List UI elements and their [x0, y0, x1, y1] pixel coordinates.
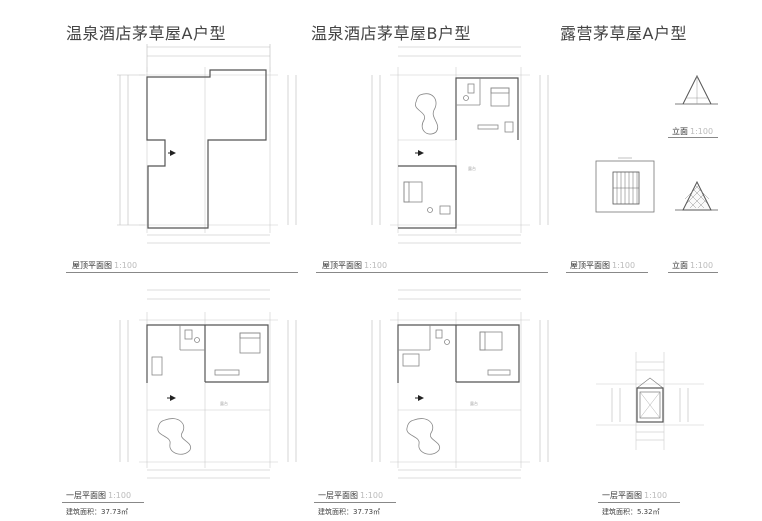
- caption-floor-plan-a-scale: 1:100: [108, 491, 132, 500]
- caption-roof-plan-c-text: 屋顶平面图: [570, 261, 610, 270]
- caption-floor-plan-a-text: 一层平面图: [66, 491, 106, 500]
- caption-roof-plan-a-scale: 1:100: [114, 261, 138, 270]
- roof-plan-a: [117, 44, 297, 244]
- area-a: 建筑面积：37.73㎡: [66, 508, 129, 516]
- roof-plan-b: 露台: [371, 46, 549, 244]
- floor-plan-a: 露台: [119, 289, 297, 479]
- title-hotel-a: 温泉酒店茅草屋A户型: [66, 24, 226, 43]
- caption-elevation-bottom-scale: 1:100: [690, 261, 714, 270]
- svg-text:露台: 露台: [470, 400, 478, 406]
- elevation-bottom: [675, 180, 718, 211]
- caption-elevation-top-text: 立面: [672, 127, 688, 136]
- caption-line-roof-b: [316, 272, 548, 273]
- caption-roof-plan-b-text: 屋顶平面图: [322, 261, 362, 270]
- svg-text:露台: 露台: [220, 400, 228, 406]
- caption-roof-plan-b-scale: 1:100: [364, 261, 388, 270]
- caption-line-floor-a: [62, 502, 144, 503]
- caption-floor-plan-c-scale: 1:100: [644, 491, 668, 500]
- caption-floor-plan-b-text: 一层平面图: [318, 491, 358, 500]
- caption-roof-plan-a-text: 屋顶平面图: [72, 261, 112, 270]
- caption-line-floor-b: [314, 502, 396, 503]
- area-c: 建筑面积：5.32㎡: [602, 508, 660, 516]
- caption-roof-plan-c-scale: 1:100: [612, 261, 636, 270]
- area-b: 建筑面积：37.73㎡: [318, 508, 381, 516]
- caption-floor-plan-b-scale: 1:100: [360, 491, 384, 500]
- caption-line-elev-top: [668, 137, 718, 138]
- roof-plan-c: [595, 157, 655, 213]
- title-camp-a: 露营茅草屋A户型: [560, 24, 687, 43]
- caption-floor-plan-c-text: 一层平面图: [602, 491, 642, 500]
- caption-line-floor-c: [598, 502, 680, 503]
- elevation-top: [675, 74, 718, 105]
- floor-plan-c: [596, 352, 704, 450]
- caption-line-roof-a: [66, 272, 298, 273]
- caption-elevation-bottom-text: 立面: [672, 261, 688, 270]
- floor-plan-b: 露台: [371, 289, 549, 479]
- title-hotel-b: 温泉酒店茅草屋B户型: [311, 24, 471, 43]
- svg-text:露台: 露台: [468, 165, 476, 171]
- caption-line-roof-c: [566, 272, 648, 273]
- caption-line-elev-bottom: [668, 272, 718, 273]
- caption-elevation-top-scale: 1:100: [690, 127, 714, 136]
